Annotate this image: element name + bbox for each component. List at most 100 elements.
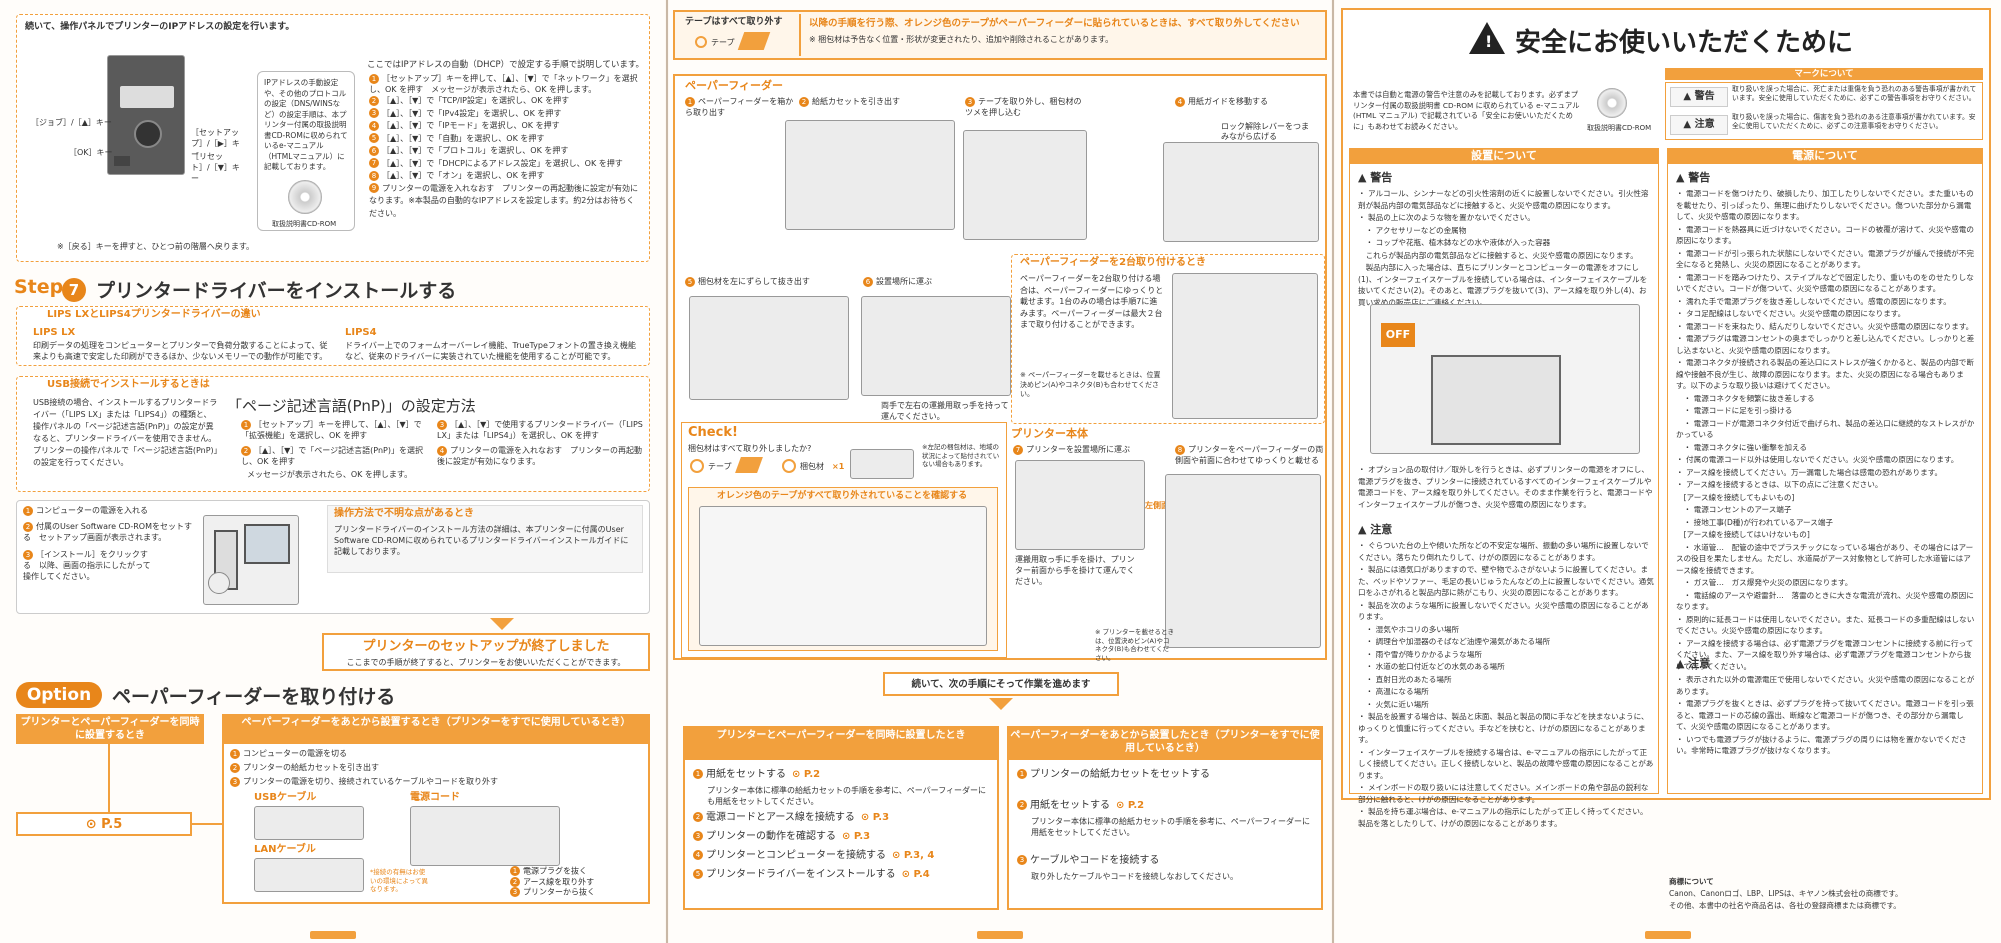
option-title: ペーパーフィーダーを取り付ける xyxy=(112,686,396,708)
usb-install-text: USB接続の場合、インストールするプリンタードライバー（「LIPS LX」または… xyxy=(33,398,218,467)
pnp-step-2: 2［▲］、［▼］で「ページ記述言語(PnP)」を選択し、OK を押す xyxy=(241,445,423,466)
safety-item: ・ 濡れた手で電源プラグを抜き差ししないでください。感電の原因になります。 xyxy=(1676,296,1951,306)
usb-install-title: USB接続でインストールするときは xyxy=(47,379,210,390)
pnp-step-3-text: ［▲］、［▼］で使用するプリンタードライバー（「LIPS LX」または「LIPS… xyxy=(437,420,643,440)
safety-item: ・ 直射日光のあたる場所 xyxy=(1358,674,1452,684)
page-ref-link[interactable]: ⊙ P.2 xyxy=(1116,800,1144,811)
page-number-5 xyxy=(977,931,1023,939)
printer-carry-image xyxy=(1015,460,1145,550)
dhcp-step-text: ［▲］、［▼］で「自動」を選択し、OK を押す xyxy=(382,133,545,143)
safety-title: 安全にお使いいただくために xyxy=(1515,28,1854,58)
grip-label: 左側面 xyxy=(1145,501,1169,510)
page-ref-link[interactable]: ⊙ P.3 xyxy=(861,812,889,823)
safety-item: ・ 付属の電源コード以外は使用しないでください。火災や感電の原因になります。 xyxy=(1676,455,1959,464)
warn-label-box: ▲ 警告 xyxy=(1670,87,1728,107)
check-title: Check! xyxy=(688,425,738,440)
page-ref-link[interactable]: ⊙ P.4 xyxy=(902,869,930,880)
pnp-title: 「ページ記述言語(PnP)」の設定方法 xyxy=(227,397,476,415)
safety-item: これらが製品内部の電気部品などに接触すると、火災や感電の原因になります。 xyxy=(1358,250,1638,260)
pf-step-4-text: 用紙ガイドを移動する xyxy=(1188,97,1268,106)
page-separator-1 xyxy=(666,0,668,943)
install-step-3-text: ［インストール］をクリックする 以降、画面の指示にしたがって操作してください。 xyxy=(23,550,151,581)
unplug-step-1: 電源プラグを抜く xyxy=(523,866,587,876)
safety-item: ・ 雨や雪が降りかかるような場所 xyxy=(1358,649,1482,659)
tape-remove-image xyxy=(963,130,1087,240)
result-step-text: プリンターの給紙カセットをセットする xyxy=(1030,769,1210,780)
safety-item: ・ 電源コードを束ねたり、結んだりしないでください。火災や感電の原因になります。 xyxy=(1676,321,1974,331)
tape-label: テープ xyxy=(711,38,735,47)
step-number-badge: 4 xyxy=(693,850,703,860)
tape-box: テープはすべて取り外す テープ 以降の手順を行う際、オレンジ色のテープがペーパー… xyxy=(673,10,1327,60)
main-step-8-text: プリンターをペーパーフィーダーの両側面や前面に合わせてゆっくりと載せる xyxy=(1175,445,1324,465)
safety-item: ・ 製品を設置する場合は、製品と床面、製品と製品の間に手などを挟まないように、ゆ… xyxy=(1358,712,1649,744)
trademark-text-1: Canon、Canonロゴ、LBP、LIPSは、キヤノン株式会社の商標です。 xyxy=(1669,889,1903,898)
safety-item: ・ 電源コードに足を引っ掛ける xyxy=(1676,406,1793,415)
dhcp-step: 3［▲］、［▼］で「IPv4設定」を選択し、OK を押す xyxy=(369,108,639,121)
install-caution-heading-text: 注意 xyxy=(1370,523,1393,536)
result-step-text: プリンターとコンピューターを接続する xyxy=(706,850,886,861)
safety-item: ・ アース線を接続してください。万一漏電した場合は感電の恐れがあります。 xyxy=(1676,467,1943,477)
lan-cable-label: LANケーブル xyxy=(254,844,316,855)
safety-item: 製品内部に入った場合は、直ちにプリンターとコンピューターの電源をオフにし(1)、… xyxy=(1358,263,1648,307)
safety-item: ・ ぐらついた台の上や傾いた所などの不安定な場所、振動の多い場所に設置しないでく… xyxy=(1358,541,1649,562)
setup-done-sub: ここまでの手順が終了すると、プリンターをお使いいただくことができます。 xyxy=(346,658,626,667)
dhcp-step-text: ［▲］、［▼］で「DHCPによるアドレス設定」を選択し、OK を押す xyxy=(382,158,623,168)
safety-item: ・ 電源コードを傷つけたり、破損したり、加工したりしないでください。また重いもの… xyxy=(1676,189,1974,221)
lipslx-text: 印刷データの処理をコンピューターとプリンターで負荷分散することによって、従来より… xyxy=(33,341,328,361)
lips4-heading: LIPS4 xyxy=(345,327,377,338)
safety-item: [アース線を接続してはいけないもの] xyxy=(1676,530,1810,539)
connector-line xyxy=(192,823,222,825)
page-ref-text: P.2 xyxy=(803,769,821,780)
page-ref-link[interactable]: ⊙ P.3 xyxy=(842,831,870,842)
dhcp-step: 4［▲］、［▼］で「IPモード」を選択し、OK を押す xyxy=(369,120,639,133)
down-arrow xyxy=(490,618,514,630)
dhcp-step: 1［セットアップ］キーを押して、［▲］、［▼］で「ネットワーク」を選択し、OK … xyxy=(369,73,639,95)
carry-image xyxy=(861,296,1011,396)
label-job-key: ［ジョブ］/［▲］キー xyxy=(31,118,112,127)
pf-step-6-text: 設置場所に運ぶ xyxy=(876,277,932,286)
page-ref-link[interactable]: ⊙ P.3, 4 xyxy=(892,850,934,861)
page-ref-link[interactable]: ⊙ P.2 xyxy=(792,769,820,780)
result-step-text: 電源コードとアース線を接続する xyxy=(706,812,855,823)
cable-note: *接続の有無はお使いの環境によって異なります。 xyxy=(370,868,428,893)
option-badge: Option xyxy=(16,682,102,708)
power-cord-label: 電源コード xyxy=(410,792,460,803)
later-step-1-text: コンピューターの電源を切る xyxy=(243,749,347,758)
dhcp-step: 7［▲］、［▼］で「DHCPによるアドレス設定」を選択し、OK を押す xyxy=(369,158,639,171)
pnp-step-1: 1［セットアップ］キーを押して、［▲］、［▼］で「拡張機能」を選択し、OK を押… xyxy=(241,419,422,440)
p5-ref-box[interactable]: ⊙ P.5 xyxy=(16,812,192,836)
safety-item: ・ 接地工事(D種)が行われているアース端子 xyxy=(1676,517,1834,527)
caution-meaning: 取り扱いを誤った場合に、傷害を負う恐れのある注意事項が書かれています。安全に使用… xyxy=(1732,113,1976,130)
check-box: Check! 梱包材はすべて取り外しましたか? テープ 梱包材 ×1 ※左記の梱… xyxy=(681,422,1007,658)
trademark-text-2: その他、本書中の社名や商品名は、各社の登録商標または商標です。 xyxy=(1669,901,1901,910)
safety-item: ・ アクセサリーなどの金属物 xyxy=(1358,225,1467,235)
ip-intro: 続いて、操作パネルでプリンターのIPアドレスの設定を行います。 xyxy=(25,22,295,32)
page-ref-text: P.2 xyxy=(1127,800,1145,811)
result-step-text: プリンターの動作を確認する xyxy=(706,831,836,842)
left-result-header: プリンターとペーパーフィーダーを同時に設置したとき xyxy=(683,726,999,760)
safety-item: ・ 製品を持ち運ぶ場合は、e-マニュアルの指示にしたがって正しく持ってください。… xyxy=(1358,807,1648,828)
check-packing: 梱包材 xyxy=(800,462,824,471)
step-number-badge: 2 xyxy=(369,95,379,106)
dhcp-step-text: ［▲］、［▼］で「プロトコル」を選択し、OK を押す xyxy=(382,146,569,155)
usb-install-box: USB接続でインストールするときは USB接続の場合、インストールするプリンター… xyxy=(16,376,650,492)
safety-item: ・ 電話線のアースや避雷針… 落雷のときに大きな電流が流れ、火災や感電の原因にな… xyxy=(1676,590,1974,612)
page-6: ! 安全にお使いいただくために 本書では自動と電源の警告や注意のみを記載しており… xyxy=(1335,0,2001,943)
pnp-msg: メッセージが表示されたら、OK を押します。 xyxy=(247,470,413,479)
step-title: プリンタードライバーをインストールする xyxy=(96,280,457,302)
ref-circle-icon: ⊙ xyxy=(860,812,873,823)
check-side-note: ※左記の梱包材は、地域の状況によって貼付されていない場合もあります。 xyxy=(922,443,1000,468)
dhcp-step: 8［▲］、［▼］で「オン」を選択し、OK を押す xyxy=(369,170,639,183)
step-number-badge: 2 xyxy=(1017,800,1027,810)
